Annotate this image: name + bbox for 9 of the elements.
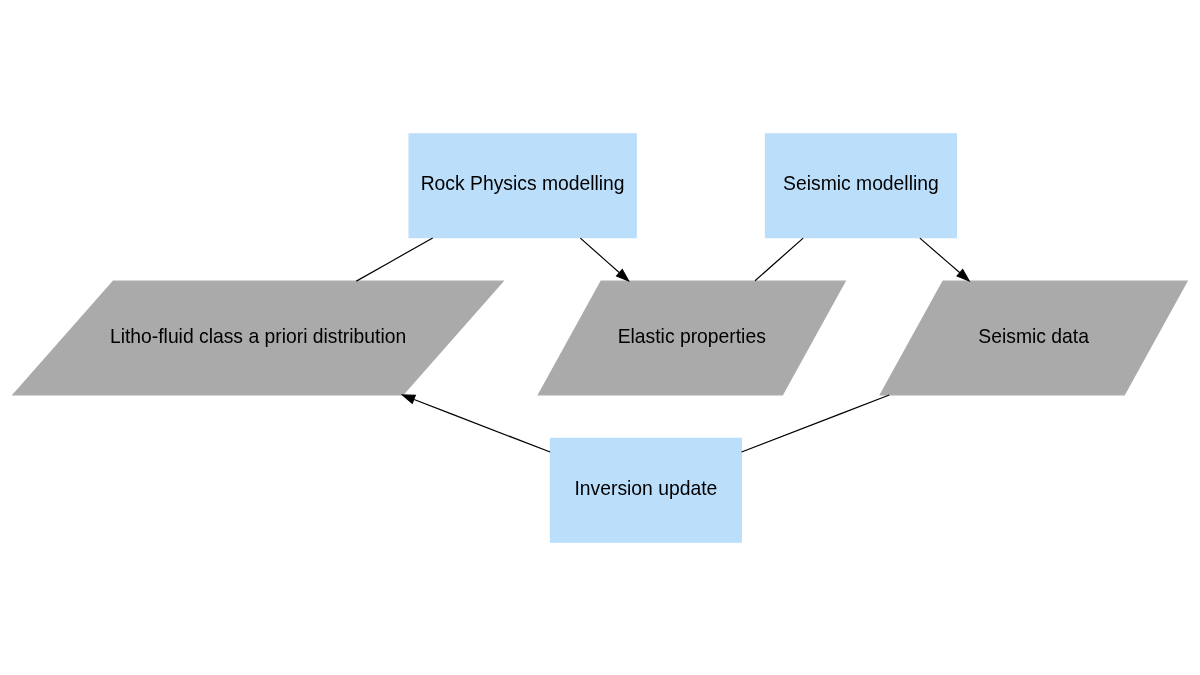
connector (740, 393, 890, 453)
node-box: Inversion update (549, 437, 742, 543)
connector (754, 237, 804, 281)
node-box: Rock Physics modelling (408, 132, 637, 238)
node-box: Seismic modelling (764, 132, 957, 238)
arrow (579, 237, 630, 282)
arrow (400, 393, 551, 453)
connector (355, 236, 434, 282)
arrow (919, 237, 971, 282)
